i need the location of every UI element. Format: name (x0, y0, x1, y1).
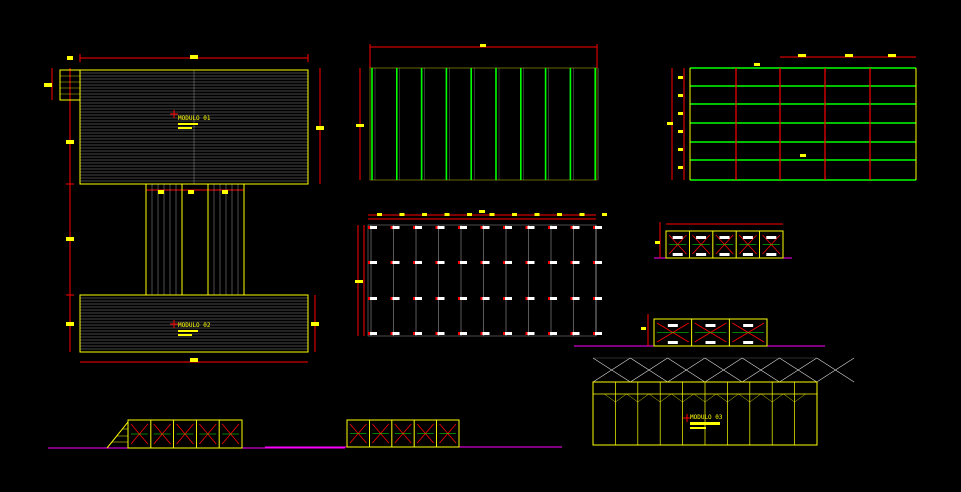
framing-plan-view (667, 54, 917, 181)
section-module-03: MODULO 03 (592, 357, 855, 446)
grid-node (571, 332, 580, 335)
grid-node (481, 226, 490, 229)
grid-node (549, 226, 557, 229)
grid-node (526, 332, 535, 335)
grid-node (549, 261, 557, 264)
grid-node (594, 297, 602, 300)
module-02-outline (79, 294, 309, 353)
grid-node (459, 261, 467, 264)
grid-node (594, 261, 602, 264)
bay (759, 230, 784, 259)
grid-node (481, 332, 490, 335)
plan-dim-markers (44, 55, 324, 362)
plan-stair (59, 69, 81, 101)
grid-node (414, 226, 422, 229)
grid-node (459, 297, 467, 300)
section-bays (604, 382, 806, 445)
grid-node (459, 332, 467, 335)
grid-node (504, 332, 512, 335)
grid-node (504, 297, 512, 300)
bay (218, 419, 243, 449)
grid-node (369, 226, 377, 229)
roof-plan-columns (371, 68, 599, 180)
grid-node (391, 261, 400, 264)
grid-node (594, 226, 602, 229)
floor-plan-view: MODULO 01 MODULO 02 (44, 54, 324, 363)
grid-column-nodes (368, 226, 602, 335)
grid-node (414, 332, 422, 335)
module-03-label: MODULO 03 (690, 414, 723, 421)
module-02-tag: MODULO 02 (170, 320, 211, 336)
column-grid-view (355, 210, 607, 337)
grid-node (391, 226, 400, 229)
grid-node (436, 332, 445, 335)
elevation-medium (574, 314, 825, 347)
elevation-small (654, 222, 792, 259)
grid-node (459, 226, 467, 229)
grid-node (571, 261, 580, 264)
module-02-label: MODULO 02 (178, 322, 211, 329)
framing-beams (690, 67, 916, 181)
module-01-label: MODULO 01 (178, 115, 211, 122)
grid-node (594, 332, 602, 335)
bay (728, 318, 768, 347)
grid-node (526, 226, 535, 229)
grid-node (481, 261, 490, 264)
grid-node (526, 297, 535, 300)
grid-node (369, 261, 377, 264)
elevation-bottom-left (48, 419, 345, 449)
grid-node (549, 332, 557, 335)
grid-node (391, 297, 400, 300)
grid-node (391, 332, 400, 335)
grid-node (369, 332, 377, 335)
grid-node (414, 261, 422, 264)
grid-dim-markers (377, 210, 607, 216)
elevation-medium-bays (653, 318, 768, 347)
grid-node (414, 297, 422, 300)
elevation-bottom-left-bays (127, 419, 243, 449)
roof-truss (592, 357, 855, 383)
grid-node (436, 226, 445, 229)
elevation-small-bays (665, 230, 784, 259)
grid-node (526, 261, 535, 264)
grid-node (504, 226, 512, 229)
grid-node (571, 226, 580, 229)
module-01-tag: MODULO 01 (170, 110, 211, 129)
grid-lines (370, 225, 597, 336)
grid-node (436, 297, 445, 300)
module-03-tag: MODULO 03 (683, 414, 723, 429)
grid-node (481, 297, 490, 300)
roof-plan-view (356, 44, 599, 181)
elevation-bottom-middle-bays (346, 419, 460, 448)
grid-node (436, 261, 445, 264)
grid-node (504, 261, 512, 264)
grid-node (369, 297, 377, 300)
framing-posts (735, 68, 871, 180)
elevation-bottom-middle (265, 419, 562, 448)
bay (436, 419, 460, 448)
grid-node (571, 297, 580, 300)
grid-node (549, 297, 557, 300)
